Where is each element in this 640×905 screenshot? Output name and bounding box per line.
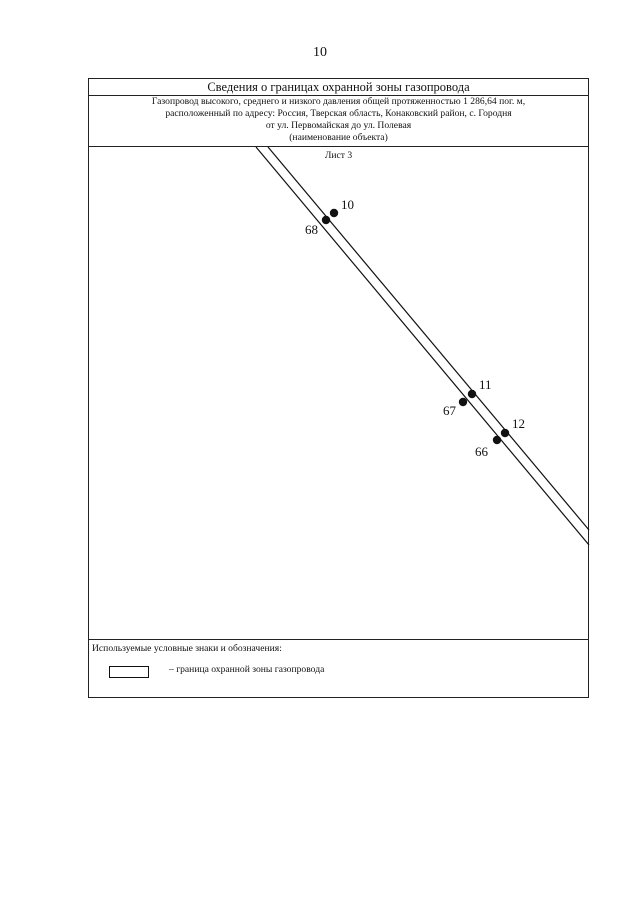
legend: Используемые условные знаки и обозначени… [89, 639, 588, 700]
form-title: Сведения о границах охранной зоны газопр… [89, 79, 588, 96]
object-description: Газопровод высокого, среднего и низкого … [89, 95, 588, 147]
page-number: 10 [313, 45, 327, 60]
point-68-marker [321, 215, 331, 225]
object-line-3: от ул. Первомайская до ул. Полевая [265, 120, 412, 131]
object-line-1: Газопровод высокого, среднего и низкого … [151, 96, 526, 107]
point-68-label: 68 [305, 222, 318, 237]
object-caption: (наименование объекта) [289, 132, 388, 143]
point-10-marker [329, 208, 339, 218]
object-line-2: расположенный по адресу: Россия, Тверска… [165, 108, 512, 119]
legend-item-text: – граница охранной зоны газопровода [169, 664, 325, 675]
point-12-marker [500, 428, 510, 438]
point-11-marker [467, 389, 477, 399]
legend-boundary-symbol [109, 666, 149, 678]
point-67-marker [458, 397, 468, 407]
point-67-label: 67 [443, 403, 457, 418]
point-10-label: 10 [341, 197, 354, 212]
form-frame: Сведения о границах охранной зоны газопр… [88, 78, 589, 698]
point-12-label: 12 [512, 416, 525, 431]
point-66-label: 66 [475, 444, 489, 459]
boundary-line-upper [267, 146, 590, 531]
legend-title: Используемые условные знаки и обозначени… [92, 643, 282, 654]
point-66-marker [492, 435, 502, 445]
sheet-label: Лист 3 [324, 150, 353, 161]
boundary-line-lower [255, 146, 590, 546]
point-11-label: 11 [479, 377, 492, 392]
